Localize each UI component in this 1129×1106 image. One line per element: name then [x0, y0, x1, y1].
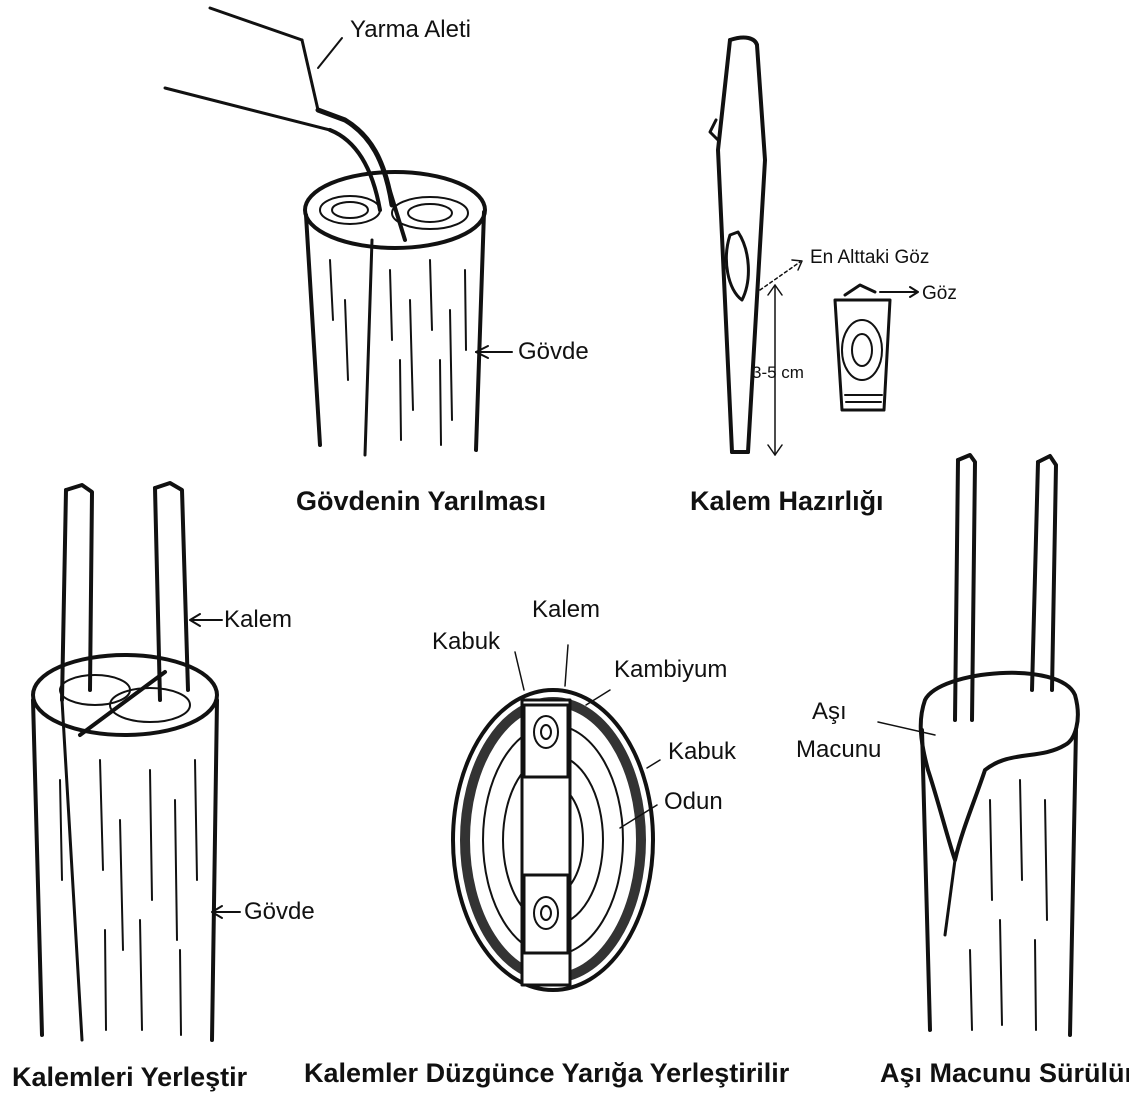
lowest-bud-label: En Alttaki Göz: [810, 248, 929, 267]
cross-section-illustration: [453, 645, 660, 990]
insert-illustration: [33, 483, 217, 1040]
tool-leader-arrow: [318, 38, 342, 68]
splitting-illustration: [165, 8, 485, 455]
length-label: 3-5 cm: [752, 364, 804, 381]
trunk-label-insert: Gövde: [244, 900, 315, 924]
paste-illustration: [921, 455, 1078, 1035]
caption-cross-section: Kalemler Düzgünce Yarığa Yerleştirilir: [304, 1060, 789, 1087]
caption-insert: Kalemleri Yerleştir: [12, 1064, 247, 1091]
bud-label: Göz: [922, 284, 957, 303]
tool-label: Yarma Aleti: [350, 18, 471, 42]
caption-scion-prep: Kalem Hazırlığı: [690, 488, 884, 515]
scion-label-insert: Kalem: [224, 608, 292, 632]
bark-label-left: Kabuk: [432, 630, 500, 654]
trunk-label-splitting: Gövde: [518, 340, 589, 364]
cambium-label: Kambiyum: [614, 658, 727, 682]
caption-paste: Aşı Macunu Sürülür: [880, 1060, 1129, 1087]
wood-label: Odun: [664, 790, 723, 814]
paste-label-line1: Aşı: [812, 700, 847, 724]
scion-label-section: Kalem: [532, 598, 600, 622]
bark-label-right: Kabuk: [668, 740, 736, 764]
paste-label-line2: Macunu: [796, 738, 881, 762]
caption-splitting: Gövdenin Yarılması: [296, 488, 546, 515]
